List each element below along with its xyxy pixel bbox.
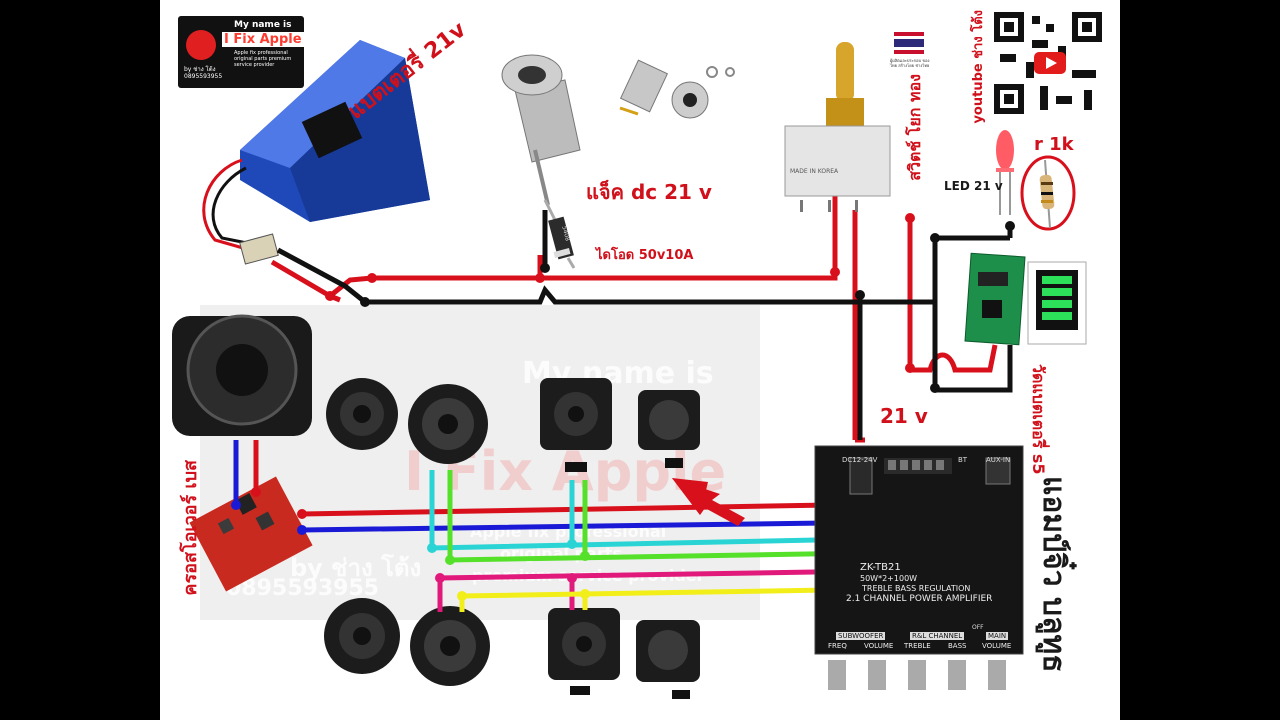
logo-subtitle: Apple fix professional original parts pr… (234, 50, 292, 68)
tweeter-square-2 (638, 390, 700, 450)
led-label: LED 21 v (944, 179, 1003, 193)
capacitor-1 (565, 462, 587, 472)
amp-regulation: TREBLE BASS REGULATION (862, 584, 971, 593)
amp-aux: AUX-IN (986, 456, 1011, 464)
watermark-phone: 0895593955 (226, 576, 380, 601)
tweeter-square-3 (548, 608, 620, 680)
brand-logo: My name is I Fix Apple Apple fix profess… (178, 16, 304, 88)
knob-treble-label: TREBLE (904, 642, 931, 650)
led (996, 130, 1014, 215)
red-signal-wire (301, 490, 893, 517)
midrange-speaker-1 (408, 384, 488, 464)
amp-rl-channel: R&L CHANNEL (910, 632, 965, 640)
tweeter-square-1 (540, 378, 612, 450)
amp-power: 50W*2+100W (860, 574, 918, 583)
flag-caption: ผู้ผลิตและประกอบ ของไทย สร้างโดย ช่างไทย (890, 58, 930, 68)
logo-title: My name is (234, 20, 292, 30)
amp-channel: 2.1 CHANNEL POWER AMPLIFIER (846, 594, 993, 604)
knob-main-volume-label: VOLUME (982, 642, 1012, 650)
crossover-board (189, 476, 313, 592)
diagram-canvas: My name is I Fix Apple Apple fix profess… (160, 0, 1120, 720)
midrange-speaker-2 (410, 606, 490, 686)
resistor (1020, 155, 1076, 231)
battery-indicator-board (964, 252, 1087, 346)
capacitor-2 (665, 458, 683, 468)
qr-code[interactable] (990, 8, 1108, 120)
battery-indicator-label: วัดแบตเตอรี่ s5 (1029, 364, 1048, 475)
tweeter-round-1 (326, 378, 398, 450)
amp-bt: BT (958, 456, 968, 464)
apple-logo-icon (186, 30, 216, 60)
amplifier-board (814, 445, 1024, 690)
thai-flag-icon (894, 32, 924, 54)
crossover-label: ครอสโอเวอร์ เบส (180, 460, 201, 596)
voltage-label: 21 v (880, 404, 928, 428)
diode-label: ไดโอด 50v10A (596, 248, 694, 263)
amp-subwoofer: SUBWOOFER (836, 632, 886, 640)
amp-model: ZK-TB21 (860, 562, 901, 573)
diode (543, 199, 576, 269)
knob-freq-label: FREQ (828, 642, 847, 650)
amp-dc-in: DC12-24V (842, 456, 878, 464)
knob-volume-label: VOLUME (864, 642, 894, 650)
amplifier-label: แอมป์จิ๋ว บลูทูธ (1036, 476, 1071, 673)
wiring-diagram (172, 8, 1108, 699)
tweeter-square-4 (636, 620, 700, 682)
subwoofer-speaker (172, 314, 312, 436)
logo-brand: I Fix Apple (222, 32, 304, 47)
capacitor-3 (570, 686, 590, 695)
watermark-by: by ช่าง โต้ง (290, 554, 422, 582)
knob-bass-label: BASS (948, 642, 967, 650)
resistor-label: r 1k (1034, 134, 1074, 155)
switch-label: สวิตช์ โยก ทอง (905, 74, 924, 181)
dc-jack-small (619, 59, 735, 119)
dc-jack (501, 54, 581, 206)
youtube-label: youtube ช่าง โต้ง (971, 10, 986, 124)
tweeter-round-2 (324, 598, 400, 674)
switch-text: MADE IN KOREA (790, 168, 839, 175)
amp-main: MAIN (986, 632, 1009, 640)
toggle-switch (784, 42, 891, 212)
amp-off: OFF (972, 624, 984, 631)
capacitor-4 (672, 690, 690, 699)
dc-jack-label: แจ็ค dc 21 v (586, 180, 712, 204)
red-arrow (672, 478, 745, 526)
battery-pack (202, 40, 430, 265)
